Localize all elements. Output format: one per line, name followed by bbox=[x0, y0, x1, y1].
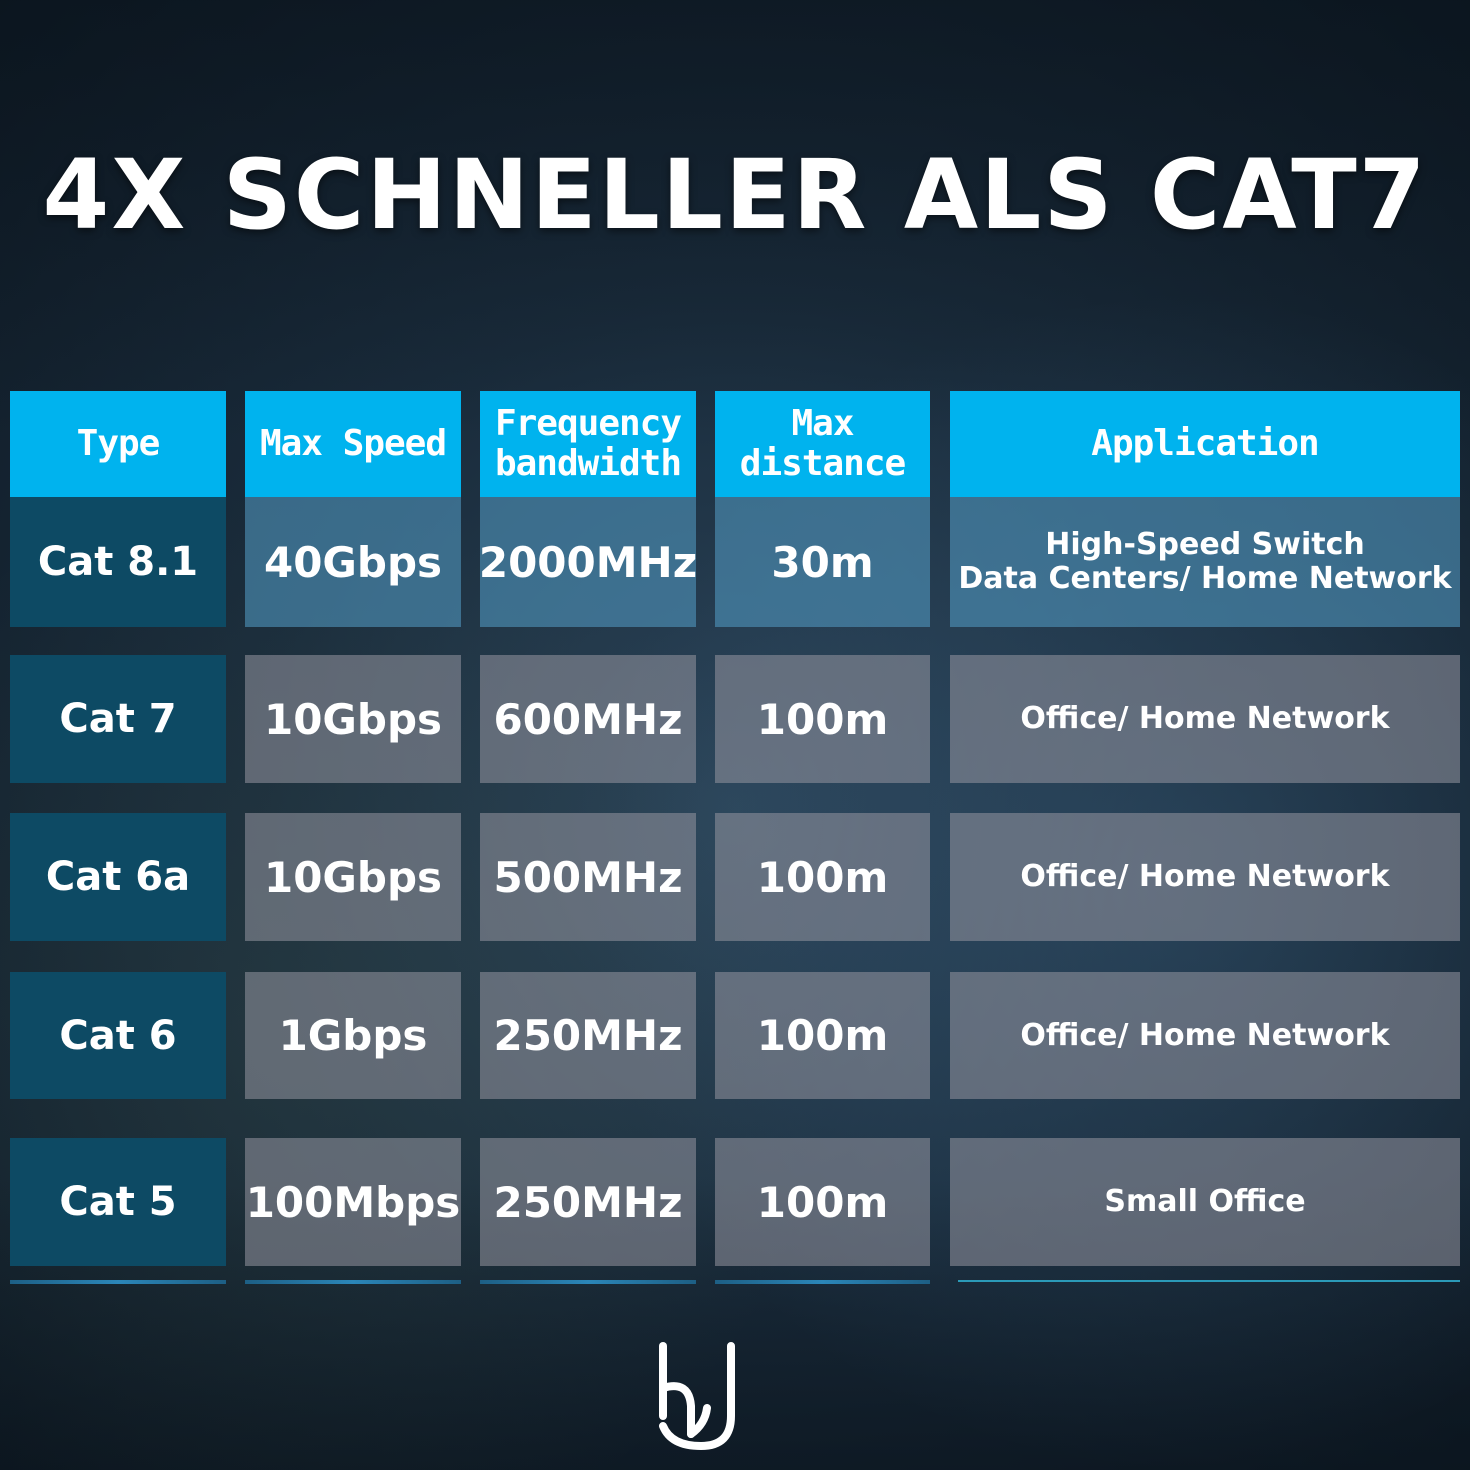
speed-value: 1Gbps bbox=[278, 1011, 428, 1060]
row-speed: 40Gbps bbox=[245, 497, 461, 627]
page-title: 4X SCHNELLER ALS CAT7 bbox=[42, 139, 1428, 251]
row-frequency: 2000MHz bbox=[478, 497, 698, 627]
distance-value: 30m bbox=[771, 537, 874, 587]
row-type-cat-8-1: Cat 8.1 bbox=[10, 497, 226, 627]
row-application: High-Speed Switch Data Centers/ Home Net… bbox=[950, 497, 1460, 627]
frequency-value: 2000MHz bbox=[478, 537, 698, 587]
header-max-speed: Max Speed bbox=[245, 391, 461, 497]
row-distance: 100m bbox=[715, 655, 930, 783]
header-max-speed-label: Max Speed bbox=[259, 423, 447, 464]
application-line1: Office/ Home Network bbox=[1020, 701, 1390, 736]
frequency-value: 250MHz bbox=[493, 1177, 683, 1227]
header-distance: Max distance bbox=[715, 391, 930, 497]
row-type-cat-6: Cat 6 bbox=[10, 972, 226, 1099]
row-frequency: 600MHz bbox=[480, 655, 696, 783]
row-type-cat-5: Cat 5 bbox=[10, 1138, 226, 1266]
frequency-value: 500MHz bbox=[493, 852, 683, 902]
row-speed: 1Gbps bbox=[245, 972, 461, 1099]
header-frequency: Frequency bandwidth bbox=[480, 391, 696, 497]
column-underline bbox=[480, 1280, 696, 1284]
application-line2: Data Centers/ Home Network bbox=[958, 561, 1452, 596]
row-speed: 100Mbps bbox=[245, 1138, 461, 1266]
type-label: Cat 8.1 bbox=[37, 539, 199, 585]
speed-value: 10Gbps bbox=[263, 852, 443, 902]
row-speed: 10Gbps bbox=[245, 655, 461, 783]
distance-value: 100m bbox=[756, 1177, 889, 1227]
row-distance: 100m bbox=[715, 972, 930, 1099]
column-underline bbox=[245, 1280, 461, 1284]
frequency-value: 250MHz bbox=[493, 1011, 683, 1060]
header-distance-line1: Max bbox=[791, 403, 854, 444]
row-application: Office/ Home Network bbox=[950, 655, 1460, 783]
row-application: Office/ Home Network bbox=[950, 813, 1460, 941]
header-frequency-line2: bandwidth bbox=[494, 443, 682, 484]
distance-value: 100m bbox=[756, 694, 889, 744]
row-frequency: 250MHz bbox=[480, 972, 696, 1099]
header-application: Application bbox=[950, 391, 1460, 497]
column-underline bbox=[958, 1280, 1460, 1282]
row-application: Office/ Home Network bbox=[950, 972, 1460, 1099]
row-type-cat-6a: Cat 6a bbox=[10, 813, 226, 941]
column-underline bbox=[715, 1280, 930, 1284]
application-line1: High-Speed Switch bbox=[1045, 527, 1365, 562]
speed-value: 10Gbps bbox=[263, 694, 443, 744]
header-application-label: Application bbox=[1091, 423, 1319, 464]
type-label: Cat 6 bbox=[59, 1012, 177, 1059]
speed-value: 100Mbps bbox=[245, 1177, 461, 1227]
row-type-cat-7: Cat 7 bbox=[10, 655, 226, 783]
type-label: Cat 7 bbox=[59, 696, 177, 742]
row-frequency: 500MHz bbox=[480, 813, 696, 941]
distance-value: 100m bbox=[756, 1011, 889, 1060]
application-line1: Office/ Home Network bbox=[1020, 1017, 1390, 1053]
application-line1: Small Office bbox=[1104, 1184, 1306, 1219]
type-label: Cat 6a bbox=[45, 854, 191, 900]
application-line1: Office/ Home Network bbox=[1020, 859, 1390, 894]
row-speed: 10Gbps bbox=[245, 813, 461, 941]
header-type: Type bbox=[10, 391, 226, 497]
header-type-label: Type bbox=[76, 423, 161, 464]
row-distance: 30m bbox=[715, 497, 930, 627]
row-distance: 100m bbox=[715, 813, 930, 941]
brand-logo-icon bbox=[659, 1342, 735, 1450]
distance-value: 100m bbox=[756, 852, 889, 902]
row-distance: 100m bbox=[715, 1138, 930, 1266]
row-application: Small Office bbox=[950, 1138, 1460, 1266]
speed-value: 40Gbps bbox=[263, 537, 443, 587]
header-frequency-line1: Frequency bbox=[494, 403, 682, 444]
header-distance-line2: distance bbox=[739, 443, 906, 484]
type-label: Cat 5 bbox=[59, 1179, 177, 1225]
frequency-value: 600MHz bbox=[493, 694, 683, 744]
column-underline bbox=[10, 1280, 226, 1284]
row-frequency: 250MHz bbox=[480, 1138, 696, 1266]
